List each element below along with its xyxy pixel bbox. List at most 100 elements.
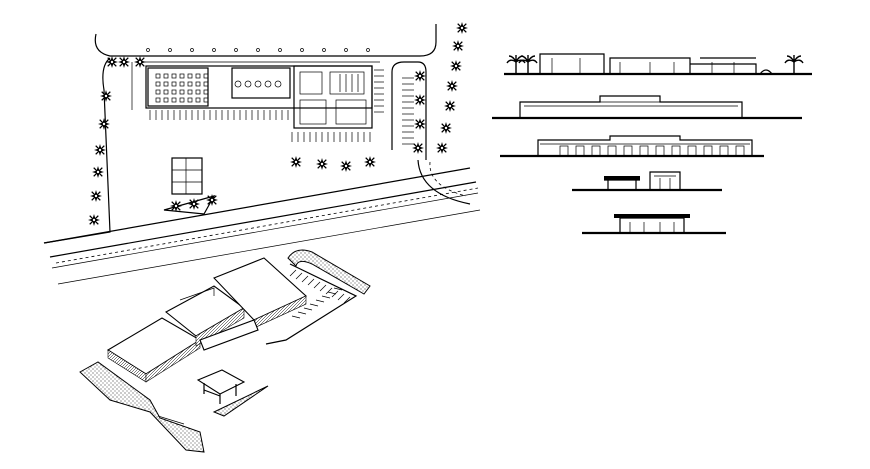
window bbox=[607, 145, 617, 157]
window bbox=[671, 145, 681, 157]
iso-parking-stall bbox=[343, 296, 351, 304]
grid-line-top bbox=[131, 61, 380, 110]
shelf-fixture bbox=[179, 81, 185, 87]
site-trees bbox=[87, 21, 469, 227]
road-edge-1 bbox=[43, 167, 471, 244]
elev2-fascia bbox=[524, 101, 738, 107]
iso-parking-stall bbox=[309, 303, 319, 307]
palm-tree-icon bbox=[117, 55, 131, 69]
shelf-fixture bbox=[195, 89, 201, 95]
grid-marker bbox=[278, 48, 282, 52]
road-edge-4 bbox=[57, 209, 481, 285]
kiosk-plan bbox=[171, 157, 203, 195]
palm-tree-icon bbox=[443, 99, 457, 113]
palm-tree-icon bbox=[93, 143, 107, 157]
palm-tree-icon bbox=[435, 141, 449, 155]
kiosk-plan-grid bbox=[172, 158, 202, 194]
shelf-fixture bbox=[187, 81, 193, 87]
palm-tree-icon bbox=[413, 69, 427, 83]
triangle-island bbox=[163, 195, 216, 215]
shelf-fixture bbox=[203, 73, 209, 79]
shelf-fixture bbox=[195, 81, 201, 87]
window bbox=[575, 145, 585, 157]
shelf-fixture bbox=[179, 97, 185, 103]
iso-parking-stall bbox=[333, 287, 343, 291]
shelf-fixture bbox=[195, 73, 201, 79]
elev4-canopy bbox=[604, 179, 640, 190]
iso-wall-left-side bbox=[145, 339, 201, 383]
iso-path bbox=[157, 415, 185, 425]
road-centerline bbox=[55, 187, 479, 264]
iso-parking-stalls bbox=[289, 269, 351, 319]
shelf-fixture bbox=[155, 89, 161, 95]
room-d bbox=[329, 71, 365, 95]
shelf-fixture bbox=[163, 73, 169, 79]
window bbox=[639, 145, 649, 157]
shelf-fixture bbox=[163, 97, 169, 103]
shelf-fixture bbox=[163, 89, 169, 95]
palm-tree-icon bbox=[99, 89, 113, 103]
shelf-fixture bbox=[171, 89, 177, 95]
elevation-5 bbox=[582, 214, 726, 235]
site-boundary-left bbox=[43, 57, 111, 244]
shelf-fixture bbox=[171, 73, 177, 79]
palm-tree-icon bbox=[91, 165, 105, 179]
elev5-roof bbox=[614, 214, 690, 218]
elev4-marker bbox=[608, 176, 612, 180]
palm-tree-icon bbox=[187, 197, 201, 211]
table-fixture bbox=[254, 80, 262, 88]
palm-tree-icon bbox=[87, 213, 101, 227]
shelf-fixture bbox=[203, 97, 209, 103]
elevation-1 bbox=[504, 53, 812, 76]
iso-canopy-roof bbox=[196, 369, 246, 395]
iso-parking-stall bbox=[303, 307, 313, 311]
palm-tree-icon bbox=[413, 93, 427, 107]
shelf-fixture bbox=[155, 97, 161, 103]
room-e bbox=[299, 99, 327, 125]
elev3-windows bbox=[559, 145, 745, 157]
iso-parking-stall bbox=[337, 293, 345, 301]
elevation-4 bbox=[572, 171, 722, 192]
shelf-fixture bbox=[195, 97, 201, 103]
iso-parking-stall bbox=[289, 269, 297, 277]
iso-parking-stall bbox=[321, 295, 331, 299]
grid-marker bbox=[234, 48, 238, 52]
iso-parking-stall bbox=[297, 311, 307, 315]
room-a bbox=[147, 67, 209, 107]
shelf-fixture bbox=[203, 81, 209, 87]
elev4-canopy-roof bbox=[604, 176, 640, 180]
iso-parking-stall bbox=[301, 275, 309, 283]
shelf-fixture bbox=[163, 81, 169, 87]
landscape-triangle bbox=[212, 385, 269, 417]
table-fixture bbox=[274, 80, 282, 88]
palm-tree-icon bbox=[363, 155, 377, 169]
table-fixture bbox=[244, 80, 252, 88]
grid-marker bbox=[344, 48, 348, 52]
shelf-fixture bbox=[155, 81, 161, 87]
window bbox=[623, 145, 633, 157]
room-b bbox=[231, 67, 291, 99]
parking-stalls-right bbox=[374, 69, 414, 145]
elev1-openings bbox=[551, 58, 735, 74]
iso-parking-stall bbox=[307, 278, 315, 286]
palm-tree-icon bbox=[439, 121, 453, 135]
isometric-view bbox=[79, 249, 371, 453]
palm-tree-icon bbox=[133, 55, 147, 69]
shelf-fixture bbox=[155, 73, 161, 79]
palm-tree-icon bbox=[315, 157, 329, 171]
palm-tree-icon bbox=[411, 141, 425, 155]
iso-parking-stall bbox=[327, 291, 337, 295]
elev1-shrub bbox=[759, 69, 773, 75]
window bbox=[719, 145, 729, 157]
grid-marker bbox=[300, 48, 304, 52]
palm-tree-icon bbox=[205, 193, 219, 207]
site-boundary bbox=[94, 24, 437, 57]
iso-canopy-beam bbox=[203, 389, 221, 397]
elev2-building bbox=[519, 95, 743, 118]
iso-parking-stall bbox=[315, 299, 325, 303]
iso-parking-stall bbox=[325, 287, 333, 295]
iso-parking-stall bbox=[313, 281, 321, 289]
window bbox=[735, 145, 745, 157]
iso-roof-detail bbox=[179, 287, 215, 301]
